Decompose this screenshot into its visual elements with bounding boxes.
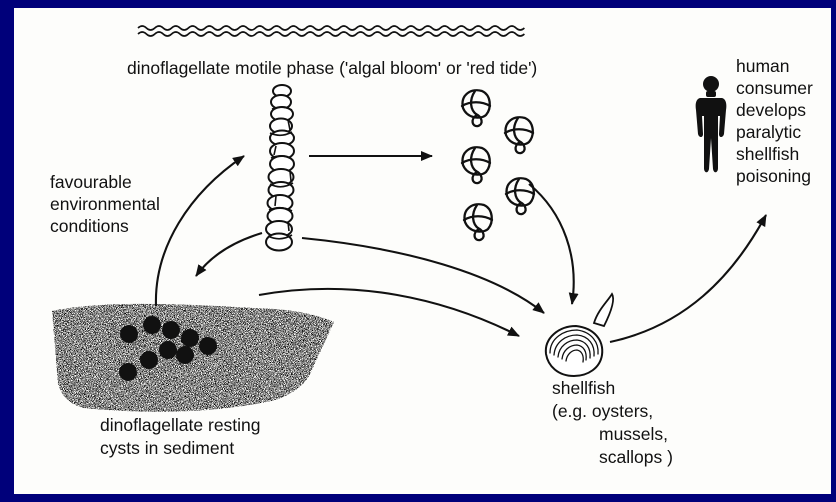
dinoflagellate-chain (266, 85, 294, 251)
shellfish-label-line-4: scallops ) (599, 447, 673, 468)
shellfish-label-line-2: (e.g. oysters, (552, 401, 653, 422)
shellfish-icon (546, 294, 613, 376)
shellfish-label-line-3: mussels, (599, 424, 668, 445)
motile-phase-label: dinoflagellate motile phase ('algal bloo… (127, 58, 537, 79)
motile-cells (462, 90, 534, 240)
conditions-label-line-3: conditions (50, 216, 129, 237)
cysts-label-line-2: cysts in sediment (100, 438, 234, 459)
diagram-canvas: dinoflagellate motile phase ('algal bloo… (14, 8, 831, 494)
human-label-line-6: poisoning (736, 166, 811, 187)
human-label-line-1: human (736, 56, 790, 77)
human-label-line-3: develops (736, 100, 806, 121)
shellfish-label-line-1: shellfish (552, 378, 615, 399)
conditions-label-line-1: favourable (50, 172, 132, 193)
cysts-label-line-1: dinoflagellate resting (100, 415, 261, 436)
human-label-line-4: paralytic (736, 122, 801, 143)
water-surface (138, 26, 524, 36)
conditions-label-line-2: environmental (50, 194, 160, 215)
human-label-line-2: consumer (736, 78, 813, 99)
human-label-line-5: shellfish (736, 144, 799, 165)
sediment (50, 296, 340, 418)
human-icon (696, 76, 727, 172)
